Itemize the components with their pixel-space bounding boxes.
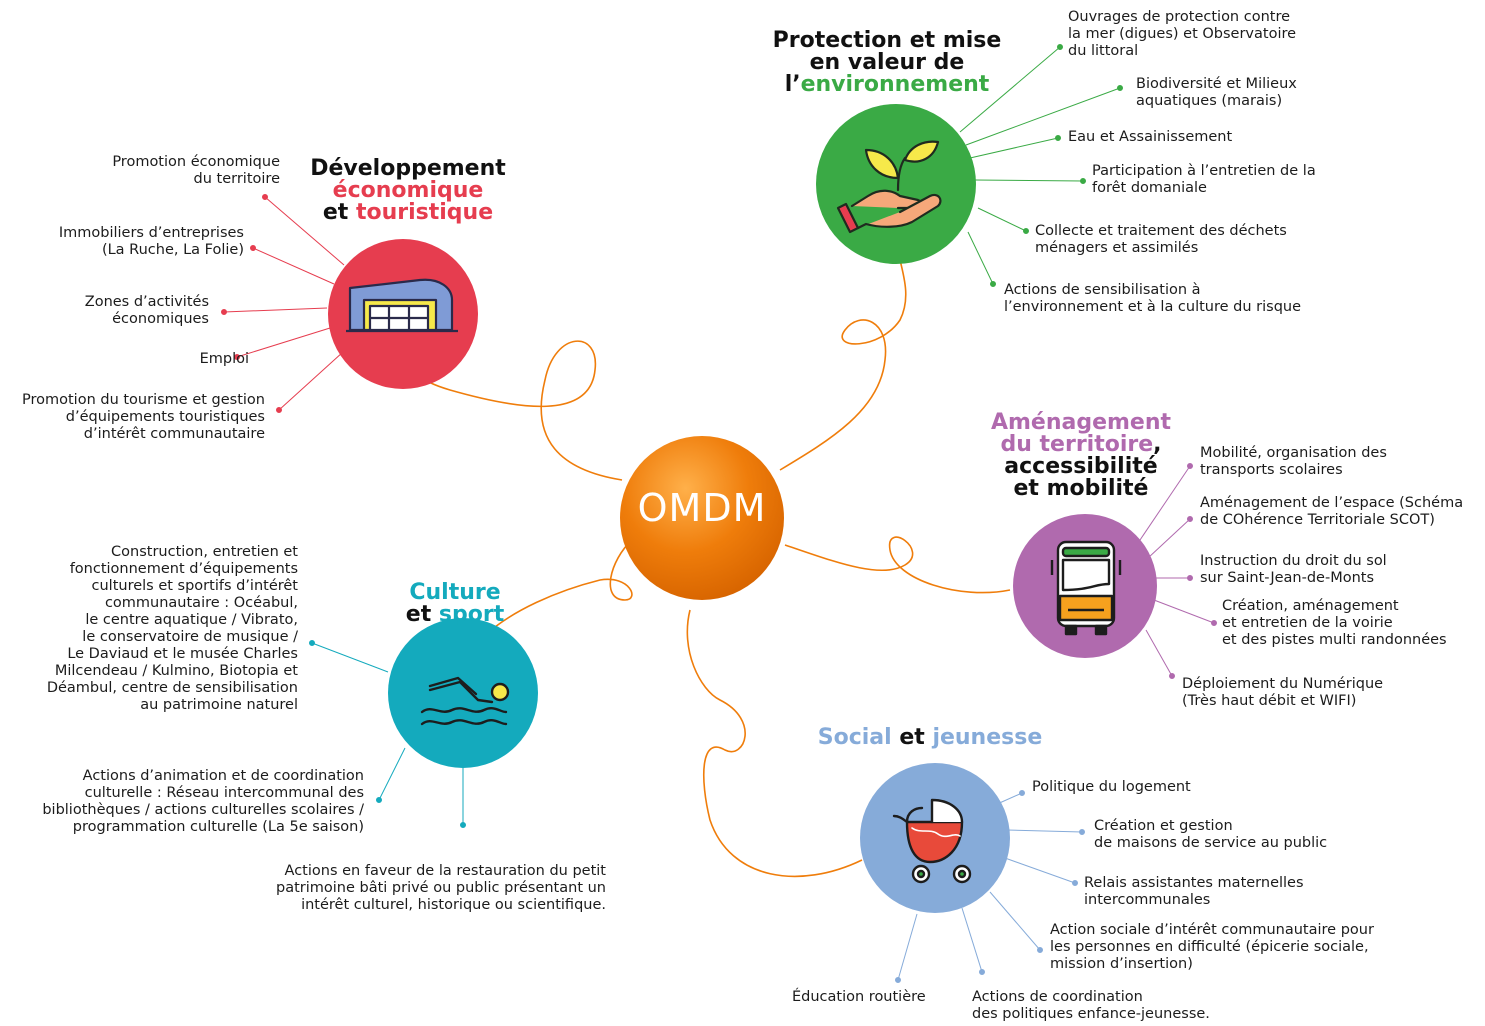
title-accent-text: environnement	[800, 72, 990, 97]
title-line: et sport	[380, 604, 530, 626]
economy-item: Immobiliers d’entreprises (La Ruche, La …	[58, 225, 244, 258]
planning-item: Aménagement de l’espace (Schéma de COhér…	[1200, 495, 1464, 528]
title-accent-text: Aménagement	[990, 410, 1172, 435]
culture-item: Actions d’animation et de coordination c…	[42, 768, 364, 835]
planning-item: Création, aménagement et entretien de la…	[1222, 598, 1447, 648]
planning-item: Mobilité, organisation des transports sc…	[1200, 445, 1387, 478]
social-item: Action sociale d’intérêt communautaire p…	[1050, 922, 1374, 972]
economy-leaders	[221, 194, 345, 413]
culture-item: Construction, entretien et fonctionnemen…	[46, 544, 298, 713]
social-leaders	[895, 790, 1085, 983]
title-line: Aménagement	[976, 412, 1186, 434]
planning-leaders	[1139, 463, 1217, 679]
culture-item: Actions en faveur de la restauration du …	[275, 863, 606, 913]
environment-item: Biodiversité et Milieux aquatiques (mara…	[1136, 76, 1297, 109]
social-item: Éducation routière	[792, 989, 926, 1005]
environment-circle	[816, 104, 976, 264]
title-accent-text: Culture	[409, 580, 501, 605]
economy-item: Promotion du tourisme et gestion d’équip…	[21, 392, 265, 442]
title-text: et	[891, 725, 933, 750]
title-text: Développement	[310, 156, 506, 181]
stroller-icon	[892, 798, 972, 884]
economy-item: Zones d’activités économiques	[84, 294, 209, 327]
title-line: Culture	[380, 582, 530, 604]
planning-item: Déploiement du Numérique (Très haut débi…	[1182, 676, 1384, 709]
title-text: et mobilité	[1013, 476, 1149, 501]
title-text: accessibilité	[1004, 454, 1158, 479]
title-accent-text: du territoire	[1000, 432, 1154, 457]
title-line: l’environnement	[752, 74, 1022, 96]
title-line: et touristique	[300, 202, 516, 224]
social-item: Politique du logement	[1032, 779, 1191, 795]
title-text: Protection et mise	[772, 28, 1002, 53]
center-node	[620, 436, 784, 600]
planning-item: Instruction du droit du sol sur Saint-Je…	[1200, 553, 1387, 586]
title-accent-text: touristique	[355, 200, 494, 225]
title-line: et mobilité	[976, 478, 1186, 500]
culture-leaders	[309, 640, 466, 828]
building-icon	[346, 278, 458, 333]
title-line: Développement	[300, 158, 516, 180]
title-line: Social et jeunesse	[800, 727, 1060, 749]
social-item: Relais assistantes maternelles intercomm…	[1084, 875, 1304, 908]
social-title: Social et jeunesse	[800, 727, 1060, 749]
title-accent-text: sport	[438, 602, 505, 627]
title-text: l’	[784, 72, 801, 97]
title-accent-text: Social	[817, 725, 892, 750]
environment-item: Participation à l’entretien de la forêt …	[1092, 163, 1316, 196]
plant-in-hand-icon	[836, 140, 942, 234]
environment-item: Eau et Assainissement	[1068, 129, 1233, 145]
environment-item: Actions de sensibilisation à l’environne…	[1004, 282, 1302, 315]
social-item: Actions de coordination des politiques e…	[972, 989, 1210, 1022]
title-text: et	[405, 602, 439, 627]
title-line: économique	[300, 180, 516, 202]
title-line: en valeur de	[752, 52, 1022, 74]
social-item: Création et gestion de maisons de servic…	[1094, 818, 1328, 851]
title-accent-text: jeunesse	[932, 725, 1043, 750]
title-line: Protection et mise	[752, 30, 1022, 52]
center-label: OMDM	[637, 486, 767, 530]
environment-leaders	[959, 44, 1123, 287]
title-text: et	[322, 200, 356, 225]
swimmer-icon	[420, 676, 510, 726]
environment-item: Collecte et traitement des déchets ménag…	[1035, 223, 1287, 256]
title-text: en valeur de	[809, 50, 965, 75]
title-line: du territoire,	[976, 434, 1186, 456]
environment-item: Ouvrages de protection contre la mer (di…	[1068, 9, 1297, 59]
title-line: accessibilité	[976, 456, 1186, 478]
economy-item: Promotion économique du territoire	[112, 154, 280, 187]
bus-icon	[1050, 540, 1122, 636]
title-accent-text: économique	[332, 178, 484, 203]
title-text: ,	[1153, 432, 1162, 457]
culture-circle	[388, 618, 538, 768]
branch-connectors	[419, 259, 1011, 878]
economy-item: Emploi	[199, 351, 249, 367]
